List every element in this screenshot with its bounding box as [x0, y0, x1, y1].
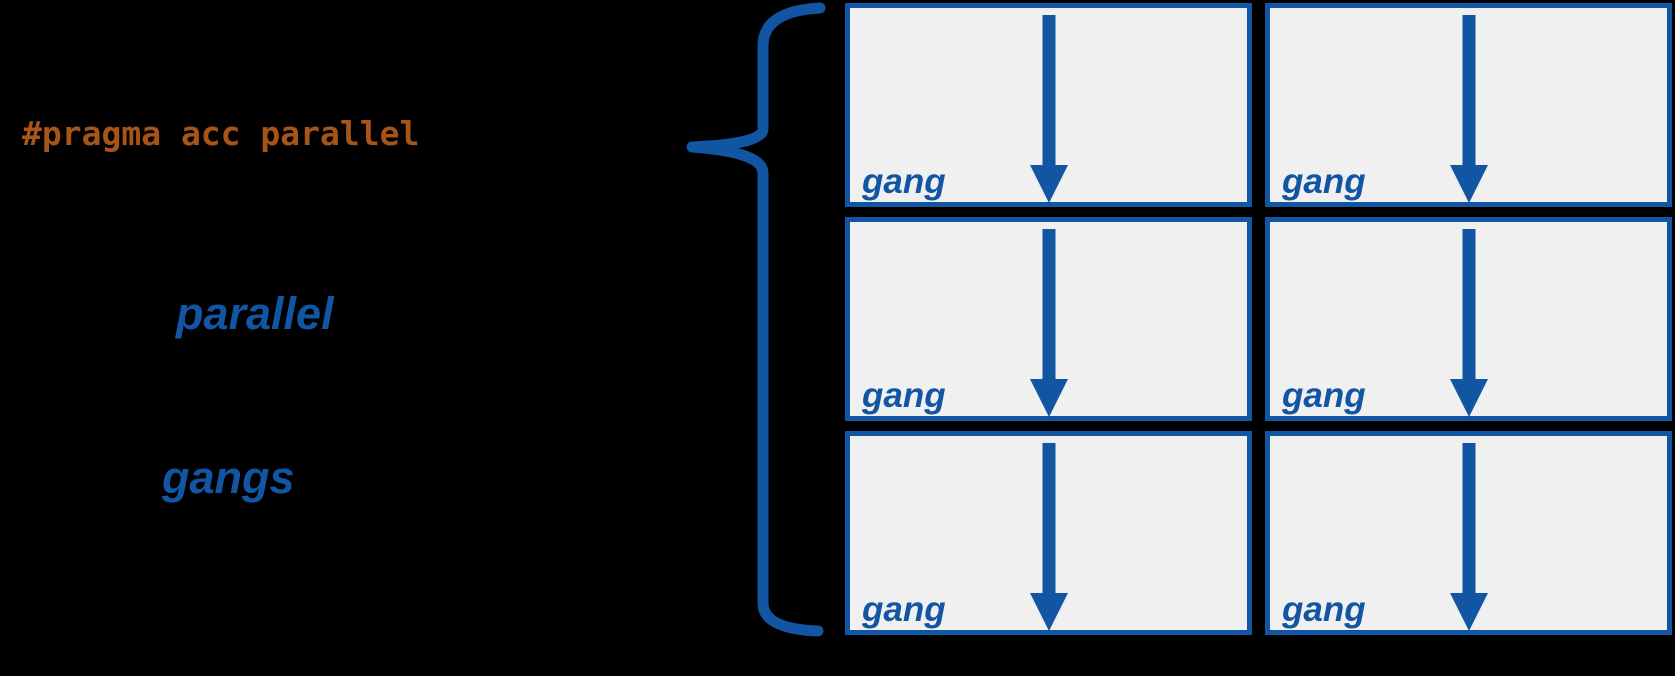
gang-box: gang [1265, 3, 1672, 207]
down-arrow-icon [1449, 15, 1488, 203]
down-arrow-icon [1029, 443, 1068, 631]
gang-box: gang [845, 431, 1252, 635]
down-arrow-icon [1029, 229, 1068, 417]
gang-box: gang [1265, 431, 1672, 635]
down-arrow-icon [1449, 443, 1488, 631]
gang-box: gang [1265, 217, 1672, 421]
gang-box: gang [845, 217, 1252, 421]
gang-label: gang [862, 162, 946, 201]
down-arrow-icon [1029, 15, 1068, 203]
down-arrow-icon [1449, 229, 1488, 417]
gang-label: gang [1282, 162, 1366, 201]
gang-box: gang [845, 3, 1252, 207]
gang-label: gang [1282, 590, 1366, 629]
gang-label: gang [862, 376, 946, 415]
gang-label: gang [1282, 376, 1366, 415]
gang-label: gang [862, 590, 946, 629]
gang-grid: gang gang gang gang gang gang [845, 3, 1672, 635]
gangs-keyword: gangs [162, 452, 295, 503]
pragma-directive-text: #pragma acc parallel [22, 114, 420, 153]
curly-brace-icon [686, 2, 826, 637]
parallel-keyword: parallel [176, 288, 334, 339]
